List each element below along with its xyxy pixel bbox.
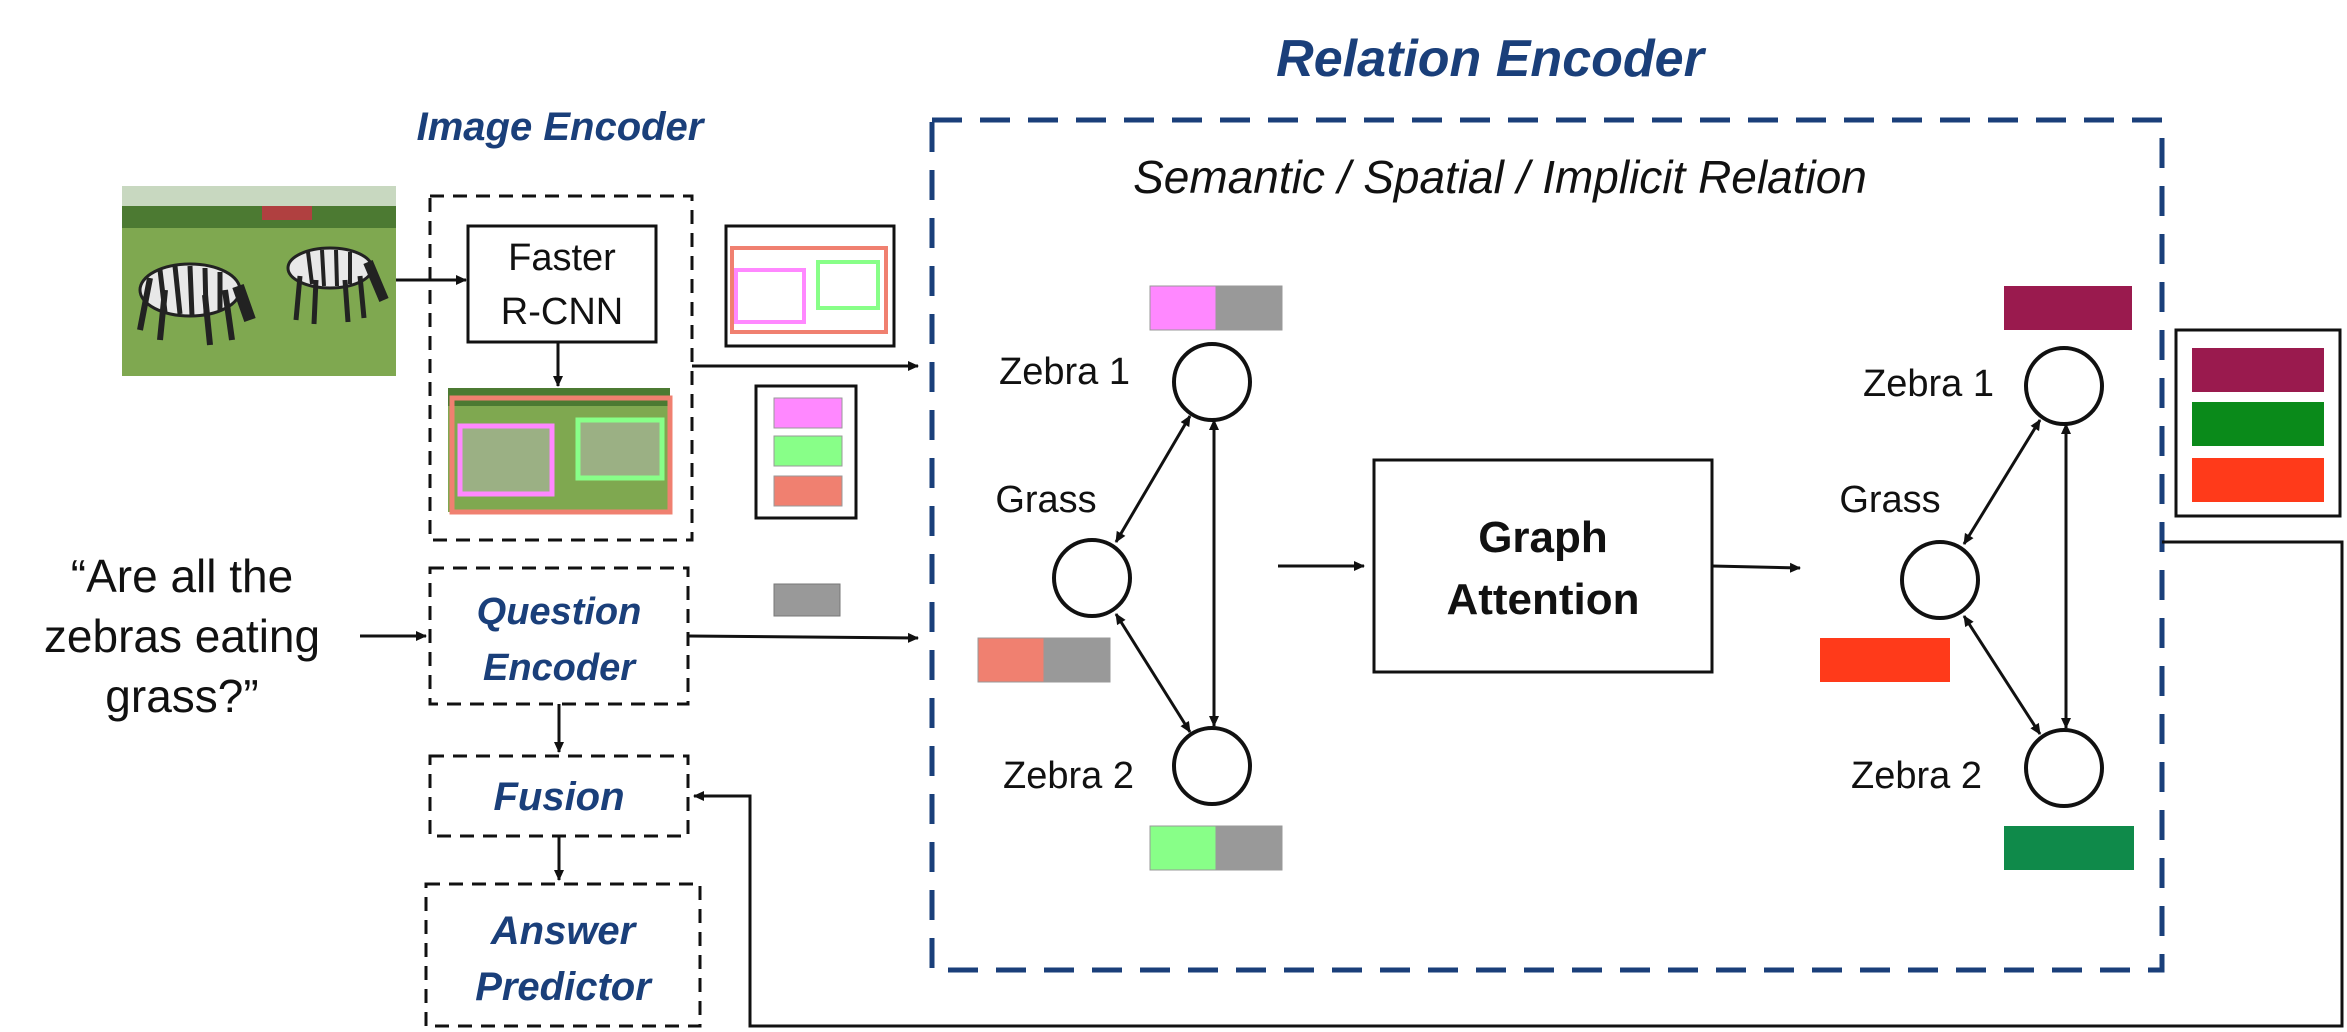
left-graph: Zebra 1 Grass Zebra 2 bbox=[977, 285, 1283, 871]
right-zebra1-feature bbox=[2004, 286, 2132, 330]
grass-feature-swatch bbox=[773, 475, 843, 507]
left-grass-label: Grass bbox=[995, 479, 1096, 521]
question-encoder-label-line2: Encoder bbox=[483, 647, 637, 689]
left-grass-feature-a bbox=[977, 637, 1045, 683]
output-features-panel bbox=[2174, 328, 2342, 518]
zebra-2-feature-swatch bbox=[773, 435, 843, 467]
left-zebra1-feature-a bbox=[1149, 285, 1217, 331]
right-zebra2-feature bbox=[2004, 826, 2134, 870]
relation-encoder-subtitle: Semantic / Spatial / Implicit Relation bbox=[1133, 151, 1867, 203]
question-encoder-label-line1: Question bbox=[477, 591, 642, 633]
region-features-panel bbox=[754, 384, 858, 520]
arrow-question-to-relation bbox=[687, 632, 919, 643]
left-zebra2-node bbox=[1172, 726, 1252, 806]
input-image bbox=[122, 186, 396, 376]
graph-attention-label-line1: Graph bbox=[1478, 513, 1608, 562]
left-zebra2-feature-b bbox=[1215, 825, 1283, 871]
right-grass-node bbox=[1900, 540, 1980, 620]
faster-rcnn-label-line1: Faster bbox=[508, 237, 616, 279]
right-zebra2-label: Zebra 2 bbox=[1851, 755, 1982, 797]
faster-rcnn-label-line2: R-CNN bbox=[501, 291, 623, 333]
answer-predictor-label-line1: Answer bbox=[490, 909, 638, 953]
grass-detection-box bbox=[449, 395, 673, 515]
output-zebra2-swatch bbox=[2192, 402, 2324, 446]
right-graph: Zebra 1 Grass Zebra 2 bbox=[1820, 286, 2134, 870]
right-zebra2-node bbox=[2024, 728, 2104, 808]
faster-rcnn-box bbox=[466, 224, 658, 344]
image-encoder-box bbox=[428, 194, 694, 542]
arrow-relation-output-to-fusion bbox=[693, 540, 2344, 1028]
zebra-1-figure bbox=[137, 262, 256, 346]
output-grass-swatch bbox=[2192, 458, 2324, 502]
left-grass-node bbox=[1052, 538, 1132, 618]
arrow-attention-to-output-graph bbox=[1711, 562, 1801, 573]
right-grass-feature bbox=[1820, 638, 1950, 682]
answer-predictor-box bbox=[424, 882, 702, 1028]
right-grass-label: Grass bbox=[1839, 479, 1940, 521]
question-line2: zebras eating bbox=[44, 610, 320, 662]
graph-attention-label-line2: Attention bbox=[1446, 575, 1639, 624]
question-feature-swatch bbox=[773, 583, 841, 617]
output-zebra1-swatch bbox=[2192, 348, 2324, 392]
zebra-1-detection-box bbox=[457, 423, 555, 497]
left-zebra2-feature-a bbox=[1149, 825, 1217, 871]
relation-encoder-title: Relation Encoder bbox=[1276, 30, 1706, 88]
right-zebra1-label: Zebra 1 bbox=[1863, 363, 1994, 405]
zebra-2-figure bbox=[286, 246, 389, 325]
graph-attention-box bbox=[1372, 458, 1714, 674]
detected-image bbox=[448, 388, 673, 515]
spatial-boxes-panel bbox=[724, 224, 896, 348]
left-zebra1-label: Zebra 1 bbox=[999, 351, 1130, 393]
left-edge-grass-zebra2 bbox=[1114, 613, 1192, 733]
question-line1: “Are all the bbox=[71, 550, 293, 602]
fusion-label: Fusion bbox=[493, 775, 624, 819]
answer-predictor-label-line2: Predictor bbox=[475, 965, 653, 1009]
zebra-1-feature-swatch bbox=[773, 397, 843, 429]
zebra-2-detection-box bbox=[575, 417, 665, 481]
image-encoder-title: Image Encoder bbox=[417, 105, 706, 149]
left-zebra2-label: Zebra 2 bbox=[1003, 755, 1134, 797]
right-zebra1-node bbox=[2024, 346, 2104, 426]
question-line3: grass?” bbox=[105, 670, 258, 722]
right-edge-grass-zebra2 bbox=[1962, 615, 2042, 735]
left-edge-grass-zebra1 bbox=[1114, 415, 1192, 543]
relation-encoder-box bbox=[929, 117, 2165, 973]
left-zebra1-feature-b bbox=[1215, 285, 1283, 331]
left-grass-feature-b bbox=[1043, 637, 1111, 683]
left-zebra1-node bbox=[1172, 342, 1252, 422]
right-edge-grass-zebra1 bbox=[1962, 419, 2042, 545]
